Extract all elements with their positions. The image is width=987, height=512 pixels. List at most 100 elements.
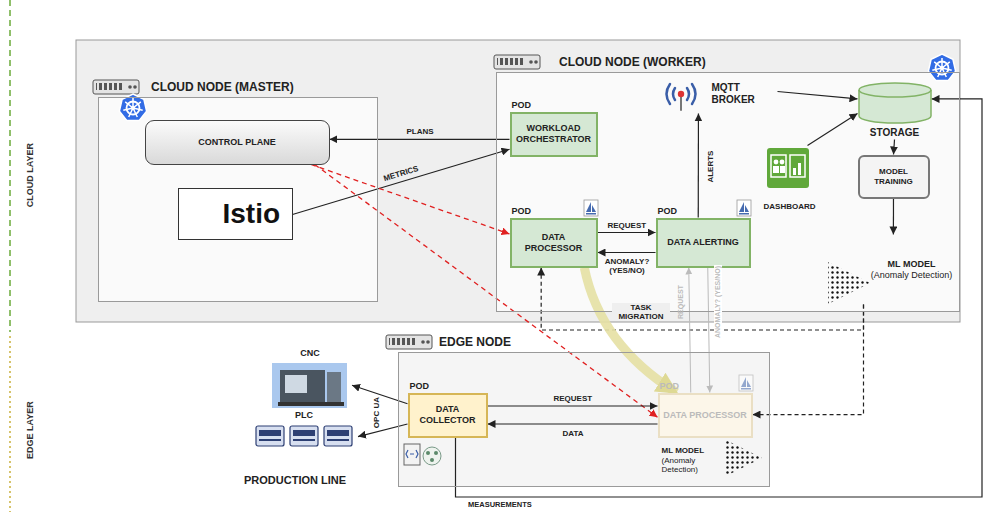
istio-icon (739, 375, 753, 391)
plc-icon (324, 426, 352, 446)
node-text: MQTT BROKER (712, 82, 770, 106)
node-text: WORKLOAD ORCHESTRATOR (515, 123, 593, 145)
edge-label: MEASUREMENTS (467, 501, 533, 510)
edge-label: METRICS (381, 163, 420, 183)
mqtt-icon (667, 84, 696, 110)
plc-icon (256, 426, 284, 446)
connector (708, 268, 710, 393)
pod-box: PODDATA ALERTING (656, 218, 751, 268)
node-heading: POD (512, 101, 532, 111)
istio-box: Istio (178, 188, 293, 240)
node-text: DATA PROCESSOR (663, 410, 748, 421)
node-text: CONTROL PLANE (146, 137, 329, 148)
process-box: CONTROL PLANE (145, 120, 330, 165)
edge-label: TASK MIGRATION (612, 303, 670, 321)
cylinder-body (859, 83, 931, 123)
node-text: ML MODEL (869, 259, 955, 270)
connector (894, 140, 895, 155)
cylinder-outline (858, 82, 932, 124)
server-icon (494, 55, 540, 69)
server-icon (386, 335, 432, 349)
plc-box: PLC (250, 410, 358, 448)
pod-box: PODDATA PROCESSOR (658, 393, 753, 438)
file-icon (404, 444, 420, 465)
connector (598, 252, 656, 253)
node-text: CNC (268, 348, 352, 359)
master-ground (98, 97, 378, 302)
server-icon (93, 80, 139, 94)
storage-cylinder: STORAGE (858, 82, 932, 140)
connector (778, 92, 858, 99)
istio-icon (584, 200, 598, 216)
node-heading: POD (512, 207, 532, 217)
edge-ground (398, 352, 770, 487)
connector (488, 405, 658, 406)
connector (330, 139, 510, 140)
process-box: MODEL TRAINING (858, 155, 930, 199)
layer-label: EDGE LAYER (25, 400, 35, 460)
broker-icon-box: MQTT BROKER (660, 74, 778, 114)
connector (358, 424, 408, 437)
pod-box: PODDATA COLLECTOR (408, 393, 488, 438)
model-box: ML MODEL(Anomaly Detection) (825, 235, 955, 305)
edge-label: DATA (562, 429, 585, 438)
node-text: (Anomaly Detection) (662, 456, 722, 475)
layer-label: CLOUD LAYER (25, 142, 35, 208)
ml-model-icon (828, 262, 870, 304)
node-heading: POD (410, 382, 430, 392)
plc-icon (290, 426, 318, 446)
model-box: ML MODEL(Anomaly Detection) (660, 438, 768, 484)
edge-label: ANOMALY? (YES/NO) (714, 265, 722, 339)
kubernetes-logo (928, 54, 955, 81)
edge-label: ALERTS (706, 149, 715, 183)
istio-icon (737, 200, 751, 216)
node-text: DATA ALERTING (661, 237, 746, 248)
connector (315, 165, 658, 418)
node-heading: POD (660, 382, 680, 392)
connector (488, 423, 658, 424)
node-heading: EDGE NODE (439, 336, 511, 349)
node-text: DATA PROCESSOR (515, 232, 593, 254)
edge-layer-line (9, 336, 11, 512)
node-panel: CLOUD NODE (WORKER)PODWORKLOAD ORCHESTRA… (496, 72, 960, 312)
connector (689, 268, 691, 393)
wot-icon (423, 447, 441, 465)
line-label: PRODUCTION LINE (243, 474, 347, 487)
connector (698, 114, 699, 218)
dashboard-icon (767, 148, 809, 188)
edge-label: PLANS (406, 127, 435, 136)
connector (808, 113, 858, 145)
node-text: DATA COLLECTOR (413, 404, 483, 426)
node-text: MODEL TRAINING (862, 167, 926, 186)
node-heading: CLOUD NODE (WORKER) (559, 56, 706, 69)
migration-arrow (584, 268, 676, 393)
dashboard-box: DASHBOARD (760, 146, 820, 212)
node-heading: POD (658, 207, 678, 217)
node-panel: CLOUD NODE (MASTER)CONTROL PLANEIstio (98, 97, 378, 302)
machine-box: CNC (268, 348, 352, 410)
node-heading: CLOUD NODE (MASTER) (151, 81, 294, 94)
node-text: DASHBOARD (760, 202, 820, 212)
edge-label: REQUEST (677, 284, 685, 320)
connector (598, 232, 656, 233)
connector (456, 99, 983, 497)
edge-label: REQUEST (553, 394, 594, 403)
node-text: PLC (250, 410, 358, 421)
node-panel: EDGE NODEPODDATA COLLECTORPODDATA PROCES… (398, 352, 770, 487)
edge-label: ANOMALY? (YES/NO) (600, 257, 654, 275)
ml-model-icon (726, 440, 762, 476)
edge-label: REQUEST (607, 221, 648, 230)
node-text: ML MODEL (662, 446, 722, 456)
cloud-layer-line (9, 0, 11, 332)
pod-box: PODDATA PROCESSOR (510, 218, 598, 268)
connector (893, 199, 894, 235)
protocol-label: OPC UA (371, 396, 380, 429)
pod-box: PODWORKLOAD ORCHESTRATOR (510, 112, 598, 157)
cylinder-rim (859, 90, 931, 97)
node-text: (Anomaly Detection) (869, 270, 955, 281)
node-text: STORAGE (858, 127, 932, 139)
cloud-panel (76, 40, 960, 322)
